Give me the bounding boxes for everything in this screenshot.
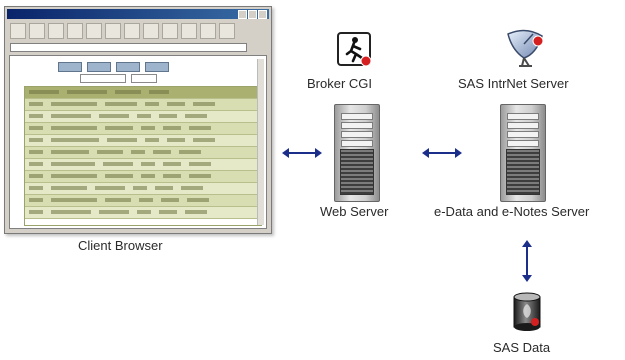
client-browser-label: Client Browser [78, 238, 163, 253]
database-cylinder-icon [511, 292, 543, 332]
browser-address-bar [7, 43, 269, 52]
browser-page [9, 55, 267, 229]
page-scrollbar [257, 59, 264, 225]
client-browser-screenshot [4, 6, 272, 234]
page-form-fields [80, 74, 157, 83]
edata-server-tower [500, 104, 546, 202]
browser-toolbar [7, 21, 269, 41]
sas-intrnet-server-label: SAS IntrNet Server [458, 76, 569, 91]
running-person-icon [337, 32, 373, 68]
broker-cgi-label: Broker CGI [307, 76, 373, 91]
satellite-dish-icon [502, 24, 548, 70]
edata-sasdata-arrow [522, 240, 532, 282]
client-webserver-arrow [282, 148, 322, 158]
edata-server-label: e-Data and e-Notes Server [434, 204, 590, 219]
page-form-buttons [58, 62, 169, 72]
sas-data-label: SAS Data [493, 340, 551, 355]
web-server-tower [334, 104, 380, 202]
webserver-edata-arrow [422, 148, 462, 158]
page-data-table [24, 86, 262, 226]
window-controls [238, 10, 267, 19]
browser-title-bar [7, 9, 269, 19]
web-server-label: Web Server [320, 204, 389, 219]
